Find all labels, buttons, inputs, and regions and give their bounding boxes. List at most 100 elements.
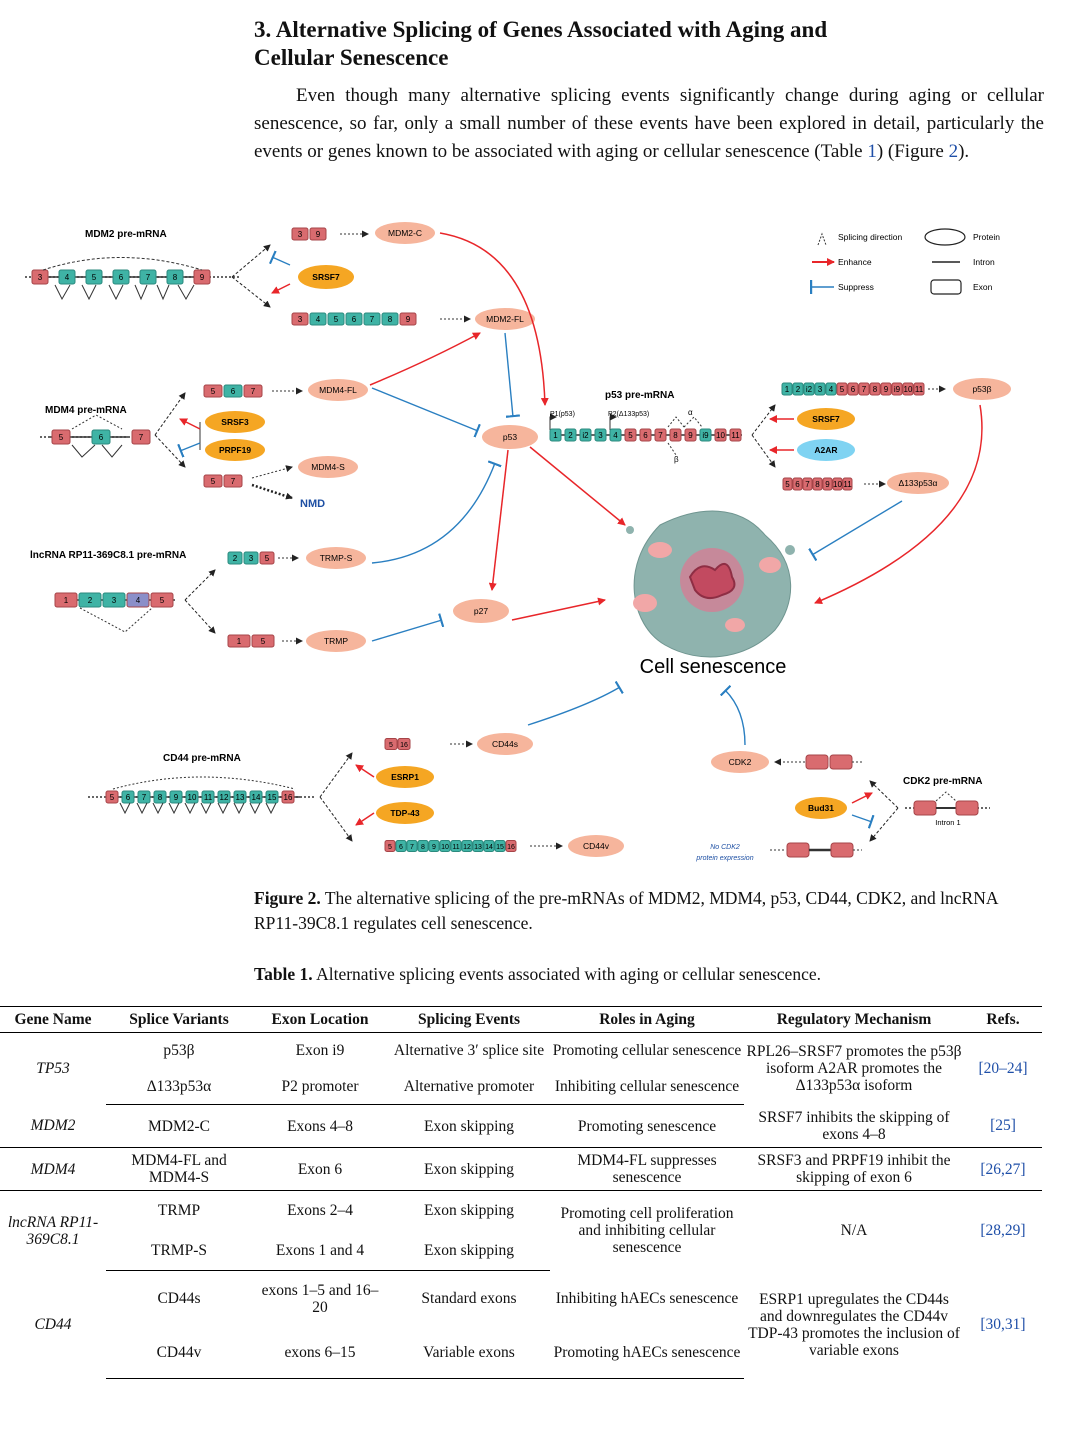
exon-box [579,428,592,442]
exon-label: 4 [829,385,834,394]
exon-label: 7 [862,385,867,394]
exon-box [639,428,652,442]
exon-box [291,227,309,241]
exon-box [802,477,813,491]
table-ref-link[interactable]: 1 [867,141,877,162]
exon-box [309,227,327,241]
exon-label: 3 [598,431,603,440]
exon-box [902,382,914,396]
refs-link[interactable]: [28,29] [980,1222,1026,1240]
exon-box [233,790,247,804]
exon-box [121,790,135,804]
exon-box [185,790,199,804]
p27-protein [453,599,509,623]
mdm4-s-label: MDM4-S [311,462,345,472]
exon-box [153,790,167,804]
exon-label: 5 [388,844,392,851]
exon-label: 14 [485,844,493,851]
splicing-figure: Splicing direction Enhance Suppress Prot… [25,222,1011,862]
mdm2-fl-protein [475,308,535,330]
exon-cell: P2 promoter [252,1068,388,1105]
variant-cell: MDM2-C [106,1104,252,1148]
p1-label: P1(p53) [550,411,575,418]
mechanism-cell: RPL26–SRSF7 promotes the p53β isoform A2… [746,1043,962,1095]
exon-label: 6 [795,480,800,489]
exon-box [281,790,295,804]
mdm2-c-label: MDM2-C [388,228,422,238]
exon-box [223,384,243,398]
paragraph-text-2: ) (Figure [876,141,949,162]
exon-cell: exons 1–5 and 16–20 [261,1281,379,1316]
exon-label: 4 [613,431,618,440]
exon-box [428,840,440,852]
variant-cell: p53β [163,1042,195,1060]
table-header-row: Gene Name Splice Variants Exon Location … [0,1006,1042,1033]
exon-box [112,269,130,285]
exon-box [858,382,870,396]
table-row: CD44 CD44s exons 1–5 and 16–20 Standard … [0,1271,1042,1359]
header-roles: Roles in Aging [550,1006,744,1033]
exon-label: 5 [160,596,165,605]
event-cell: Exon skipping [388,1230,550,1271]
exon-box [417,840,429,852]
exon-label: 5 [334,315,339,324]
table-caption-label: Table 1. [254,964,313,984]
exon-box-icon [930,279,962,295]
exon-box [150,592,174,608]
role-cell: Promoting cellular senescence [552,1042,742,1060]
p53-title: p53 pre-mRNA [605,390,674,401]
mechanism-cell: ESRP1 upregulates the CD44s and downregu… [748,1290,960,1359]
exon-label: 3 [112,596,117,605]
exon-label: 4 [136,596,141,605]
exon-box [472,840,484,852]
exon-label: 15 [496,844,504,851]
mechanism-cell: N/A [840,1222,868,1240]
exon-box [58,269,76,285]
event-cell: Alternative 3′ splice site [393,1042,545,1060]
figure-ref-link[interactable]: 2 [948,141,959,162]
exon-label: 10 [833,480,842,489]
trmp-label: TRMP [324,636,348,646]
exon-label: 5 [110,793,115,802]
mdm2-c-protein [375,222,435,244]
exon-box [227,551,243,565]
exon-label: 7 [410,844,414,851]
exon-label: 7 [231,477,236,486]
exon-label: 10 [716,431,725,440]
exon-box [803,382,815,396]
exon-box [699,428,712,442]
p53-protein-label: p53 [503,432,517,442]
exon-label: 8 [815,480,820,489]
exon-box [450,840,462,852]
exon-label: 5 [211,387,216,396]
exon-label: 9 [200,273,205,282]
refs-link[interactable]: [26,27] [964,1147,1042,1191]
legend-suppress: Suppress [838,282,874,292]
variant-cell: MDM4-FL and MDM4-S [106,1147,252,1191]
header-variants: Splice Variants [106,1006,252,1033]
refs-link[interactable]: [25] [964,1104,1042,1148]
exon-label: 11 [843,480,852,489]
refs-link[interactable]: [20–24] [978,1060,1028,1078]
exon-label: 3 [298,230,303,239]
exon-label: 11 [452,844,459,851]
exon-box [243,551,259,565]
section-heading-line1: 3. Alternative Splicing of Genes Associa… [254,17,828,42]
mdm2-fl-label: MDM2-FL [486,314,524,324]
gene-cell: TP53 [36,1060,70,1078]
exon-box [792,382,804,396]
exon-label: 7 [139,433,144,442]
mdm4-title: MDM4 pre-mRNA [45,405,127,416]
protein-shape-icon [924,228,966,246]
exon-box [880,382,892,396]
exon-label: 6 [851,385,856,394]
refs-link[interactable]: [30,31] [980,1316,1026,1333]
table-row: MDM2 MDM2-C Exons 4–8 Exon skipping Prom… [0,1104,1042,1148]
exon-box [203,474,223,488]
exon-box [31,269,49,285]
